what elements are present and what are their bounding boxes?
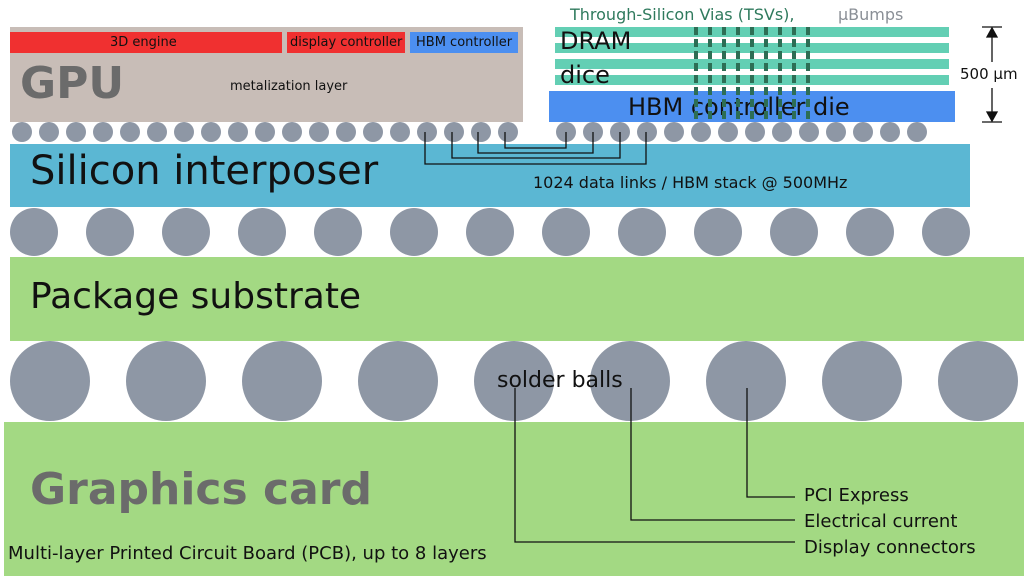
microbump — [880, 122, 900, 142]
c4-bump — [922, 208, 970, 256]
microbump — [772, 122, 792, 142]
microbump — [444, 122, 464, 142]
tsv-label: Through-Silicon Vias (TSVs), — [570, 5, 795, 24]
microbump — [12, 122, 32, 142]
metalization-layer-label: metalization layer — [230, 79, 348, 94]
c4-bump — [846, 208, 894, 256]
interposer-title: Silicon interposer — [30, 148, 379, 194]
ubump-label: µBumps — [838, 5, 904, 24]
microbump — [907, 122, 927, 142]
solder-ball — [358, 341, 438, 421]
interposer-wire — [477, 132, 594, 154]
pcb-title: Graphics card — [30, 464, 372, 515]
microbump — [826, 122, 846, 142]
c4-bump — [390, 208, 438, 256]
interposer-link-label: 1024 data links / HBM stack @ 500MHz — [533, 173, 848, 192]
microbump — [93, 122, 113, 142]
c4-bump — [466, 208, 514, 256]
c4-bump — [238, 208, 286, 256]
microbump — [745, 122, 765, 142]
display-connectors-label: Display connectors — [804, 537, 976, 558]
c4-bump — [162, 208, 210, 256]
solder-ball — [590, 341, 670, 421]
microbump — [691, 122, 711, 142]
dram-die — [555, 43, 949, 53]
microbump — [201, 122, 221, 142]
microbump — [309, 122, 329, 142]
microbump — [174, 122, 194, 142]
gpu-block-3d-engine-label: 3D engine — [110, 35, 177, 50]
microbump — [718, 122, 738, 142]
gpu-block-3d-engine — [10, 32, 282, 53]
microbump — [471, 122, 491, 142]
gpu-block-hbm-controller — [410, 32, 518, 53]
microbump — [417, 122, 437, 142]
pcb-subtitle: Multi-layer Printed Circuit Board (PCB),… — [8, 543, 487, 564]
microbump — [66, 122, 86, 142]
solder-balls-label: solder balls — [497, 368, 623, 393]
gpu-block-display-controller-label: display controller — [290, 35, 403, 50]
gpu-block-display-controller — [287, 32, 405, 53]
electrical-current-label: Electrical current — [804, 511, 958, 532]
microbump — [147, 122, 167, 142]
pcb-wire-power — [630, 388, 795, 521]
pcb-wire-display — [514, 388, 795, 543]
interposer-wire — [504, 132, 567, 149]
microbump — [637, 122, 657, 142]
interposer-wire — [451, 132, 621, 159]
solder-ball — [706, 341, 786, 421]
c4-bump — [86, 208, 134, 256]
microbump — [120, 122, 140, 142]
dimension-label: 500 µm — [960, 65, 1018, 83]
c4-bump — [694, 208, 742, 256]
c4-bump — [770, 208, 818, 256]
microbump — [498, 122, 518, 142]
silicon-interposer — [10, 144, 970, 207]
microbump — [336, 122, 356, 142]
dram-label-line2: dice — [560, 61, 610, 89]
interposer-wire — [424, 132, 647, 165]
c4-bump — [314, 208, 362, 256]
microbump — [363, 122, 383, 142]
gpu-block-hbm-controller-label: HBM controller — [416, 35, 513, 50]
microbump — [390, 122, 410, 142]
gpu-title: GPU — [20, 58, 125, 109]
dram-label-line1: DRAM — [560, 27, 632, 55]
solder-ball — [474, 341, 554, 421]
c4-bump — [542, 208, 590, 256]
dimension-arrow — [982, 26, 1002, 123]
microbump — [282, 122, 302, 142]
c4-bump — [10, 208, 58, 256]
microbump — [799, 122, 819, 142]
substrate-title: Package substrate — [30, 276, 362, 317]
microbump — [39, 122, 59, 142]
microbump — [255, 122, 275, 142]
c4-bump — [618, 208, 666, 256]
graphics-card-pcb — [4, 422, 1024, 576]
solder-ball — [938, 341, 1018, 421]
pcie-label: PCI Express — [804, 485, 909, 506]
microbump — [664, 122, 684, 142]
solder-ball — [822, 341, 902, 421]
solder-ball — [126, 341, 206, 421]
microbump — [853, 122, 873, 142]
package-substrate — [10, 257, 1024, 341]
pcb-wire-pcie — [746, 388, 795, 498]
microbump — [228, 122, 248, 142]
solder-ball — [10, 341, 90, 421]
solder-ball — [242, 341, 322, 421]
